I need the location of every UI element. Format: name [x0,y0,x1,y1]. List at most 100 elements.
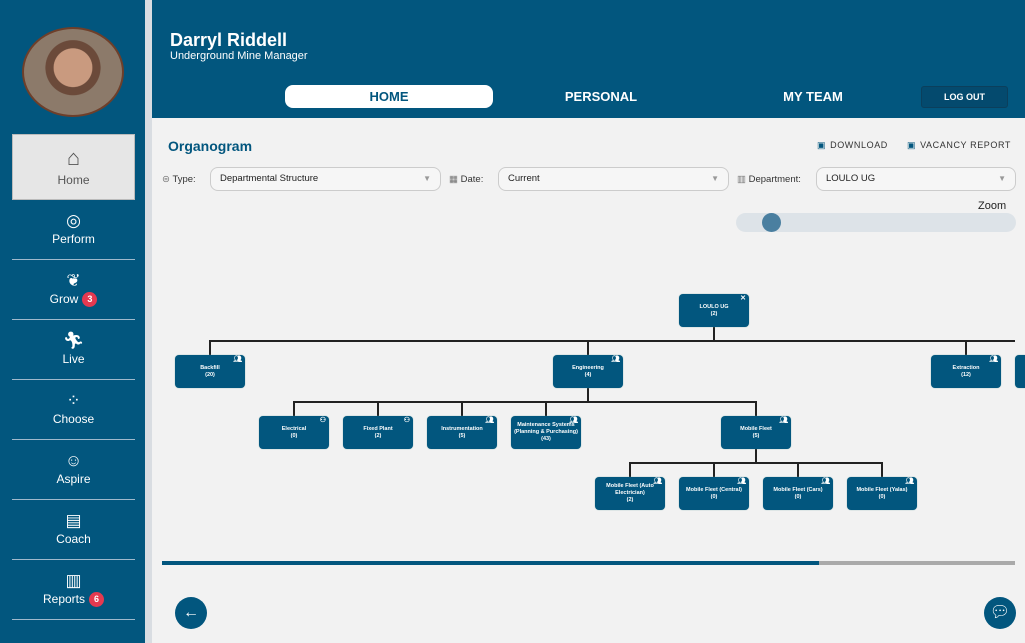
org-connector [713,326,715,341]
org-connector [545,401,547,416]
department-select[interactable]: LOULO UG▼ [816,167,1016,191]
org-node-text: Electrical [281,425,307,432]
team-icon[interactable]: 👥︎ [905,478,914,485]
org-node[interactable]: 👥︎Instrumentation(5) [427,416,497,449]
user-name: Darryl Riddell [170,30,288,50]
org-node[interactable]: 👥︎Extraction(12) [931,355,1001,388]
org-node[interactable]: 👥︎ Mobile Fleet(5) [721,416,791,449]
choose-icon: ⁘ [66,391,81,410]
arrow-left-icon: ← [183,604,199,621]
sidebar-item-coach[interactable]: ▤ Coach [12,500,135,560]
org-node[interactable]: 👥︎Engineering(4) [553,355,623,388]
org-node-text: Mobile Fleet (Auto Electrician) [606,483,654,496]
user-role: Underground Mine Manager [170,50,308,62]
org-node[interactable]: 👥︎Maintenance Systems (Planning & Purcha… [511,416,581,449]
sidebar-item-home[interactable]: ⌂Home [12,134,135,200]
team-icon[interactable]: 👥︎ [821,478,830,485]
download-button[interactable]: ▣DOWNLOAD [817,140,888,151]
department-label: ▥ Department: [737,174,801,185]
org-connector [209,340,211,355]
calendar-icon: ▦ [449,174,458,185]
type-select[interactable]: Departmental Structure▼ [210,167,441,191]
org-node[interactable]: 👥︎Mobile Fleet (Yalas)(0) [847,477,917,510]
org-node[interactable]: ⚇Fixed Plant(2) [343,416,413,449]
team-icon[interactable]: 👥︎ [233,356,242,363]
report-icon: ▣ [907,140,917,150]
sidebar-item-aspire[interactable]: ☺ Aspire [12,440,135,500]
nav-label: Aspire [56,472,91,486]
zoom-slider[interactable] [736,213,1016,232]
team-icon[interactable]: 👥︎ [569,417,578,424]
team-icon[interactable]: 👥︎ [485,417,494,424]
type-label: ⊜ Type: [162,174,196,185]
home-icon: ⌂ [66,145,81,170]
reports-badge: 6 [89,592,105,608]
download-label: DOWNLOAD [830,140,888,150]
org-node[interactable]: 👥︎Mobile Fleet (Cars)(0) [763,477,833,510]
org-connector [587,388,589,402]
team-icon[interactable]: 👥︎ [611,356,620,363]
chat-bubble-icon: 💬︎ [989,604,1011,621]
org-node-text: (0) [710,493,718,500]
date-select[interactable]: Current▼ [498,167,729,191]
department-label-text: Department: [748,174,801,185]
team-icon[interactable]: 👥︎ [653,478,662,485]
department-value: LOULO UG [826,173,876,184]
avatar[interactable] [22,27,124,117]
reader-icon: ☺ [64,451,83,470]
team-icon[interactable]: 👥︎ [737,478,746,485]
close-icon[interactable]: ✕ [740,295,746,302]
filter-icon: ⊜ [162,174,170,185]
org-connector [293,401,757,403]
date-label: ▦ Date: [449,174,483,185]
org-node-text: (0) [878,493,886,500]
org-connector [965,340,967,355]
org-node-text: (0) [794,493,802,500]
org-node[interactable]: ⚇ Electrical(0) [259,416,329,449]
back-button[interactable]: ← [175,597,207,629]
zoom-slider-thumb[interactable] [762,213,782,232]
scrollbar-thumb[interactable] [162,561,819,565]
org-connector [587,340,589,355]
org-connector [461,401,463,416]
chat-icon: ▤ [65,511,82,530]
org-node-text: (4) [584,371,592,378]
org-node-text: (2) [374,432,382,439]
logout-button[interactable]: LOG OUT [921,86,1008,108]
org-node[interactable]: 👥︎Backfill(20) [175,355,245,388]
tab-personal[interactable]: PERSONAL [564,89,638,104]
hierarchy-icon[interactable]: ⚇ [403,417,410,424]
org-node-partial[interactable] [1015,355,1025,388]
org-connector [755,401,757,416]
hierarchy-icon[interactable]: ⚇ [319,417,326,424]
vacancy-report-button[interactable]: ▣VACANCY REPORT [907,140,1011,151]
tab-home[interactable]: HOME [285,85,493,108]
chat-button[interactable]: 💬︎ [984,597,1016,629]
tab-my-team[interactable]: MY TEAM [783,89,843,104]
sidebar-item-choose[interactable]: ⁘Choose [12,380,135,440]
org-node-text: (20) [205,371,215,378]
org-connector [797,462,799,477]
sidebar-scrollbar[interactable] [145,0,152,643]
sidebar-item-perform[interactable]: ◎Perform [12,200,135,260]
nav-label: Coach [56,532,91,546]
org-connector [629,462,883,464]
org-node-text: (5) [752,432,760,439]
org-node-text: Mobile Fleet [740,425,772,432]
team-icon[interactable]: 👥︎ [779,417,788,424]
download-icon: ▣ [817,140,827,150]
header: Darryl Riddell Underground Mine Manager … [152,0,1025,118]
sidebar-item-live[interactable]: 🏃︎Live [12,320,135,380]
org-node-root[interactable]: ✕LOULO UG(2) [679,294,749,327]
org-connector [377,401,379,416]
horizontal-scrollbar[interactable] [162,561,1015,565]
org-node-text: Extraction [952,364,980,371]
org-node[interactable]: 👥︎Mobile Fleet (Central)(0) [679,477,749,510]
org-connector [881,462,883,477]
org-node-text: (0) [290,432,298,439]
team-icon[interactable]: 👥︎ [989,356,998,363]
org-node[interactable]: 👥︎Mobile Fleet (Auto Electrician)(2) [595,477,665,510]
building-icon: ▥ [737,174,746,185]
